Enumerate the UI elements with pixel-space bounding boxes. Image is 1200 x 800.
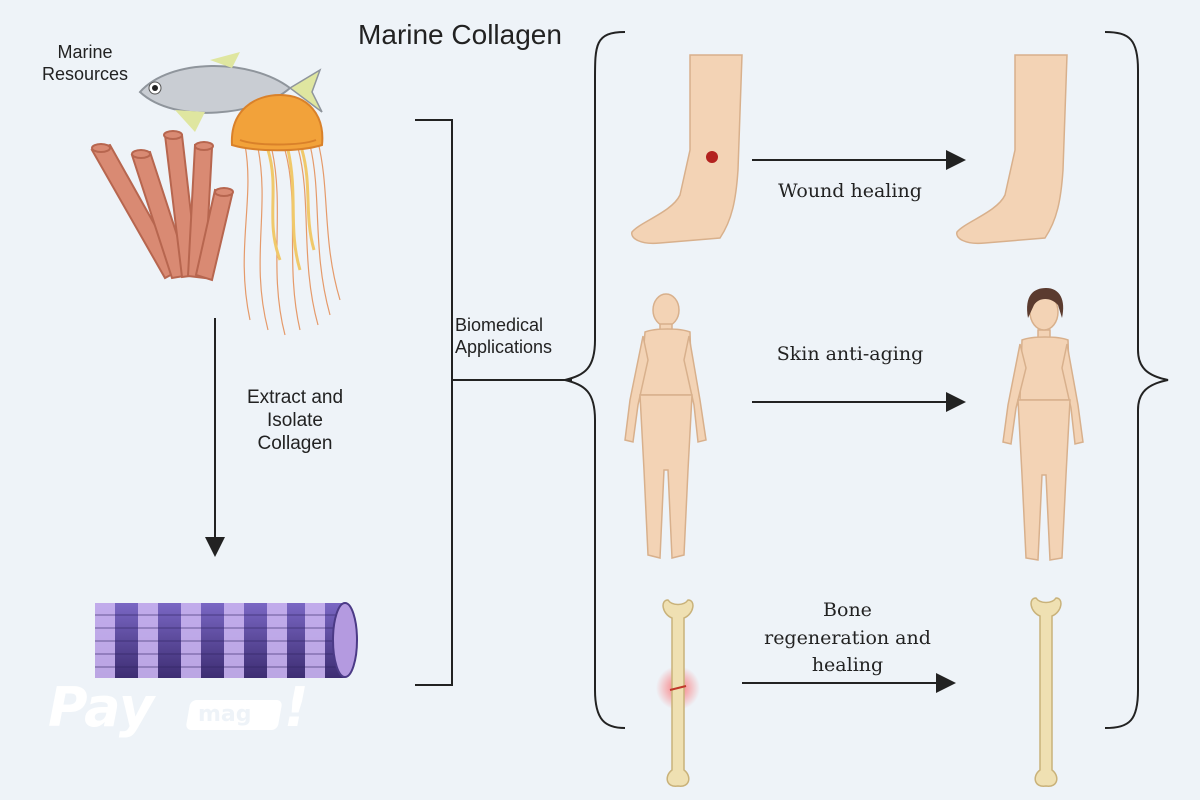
wounded-leg-illustration [631,54,743,245]
healed-bone-illustration [1030,597,1062,787]
older-body-illustration [624,293,707,559]
diagram-title: Marine Collagen [358,19,562,50]
curly-brace-left [564,31,626,729]
skin-anti-aging-label: Skin anti-aging [776,343,924,365]
fractured-bone-illustration [656,599,700,787]
collagen-fibril-illustration [95,602,358,678]
bone-regeneration-label: Bone regeneration and healing [764,599,931,677]
wound-healing-label: Wound healing [778,180,922,202]
jellyfish-illustration [230,93,341,336]
watermark-badge-text: mag [198,702,252,727]
marine-resources-label: Marine Resources [41,42,129,84]
healed-leg-illustration [956,54,1068,245]
extract-collagen-label: Extract and Isolate Collagen [246,387,344,454]
watermark-brand-text: Pay [48,676,155,739]
coral-illustration [90,130,234,282]
left-bracket [415,119,572,686]
young-body-illustration [1002,288,1084,561]
watermark-logo: Pay mag ! [48,676,309,746]
curly-brace-right [1104,31,1169,729]
watermark-exclamation: ! [284,676,309,739]
biomedical-applications-label: Biomedical Applications [455,315,553,357]
